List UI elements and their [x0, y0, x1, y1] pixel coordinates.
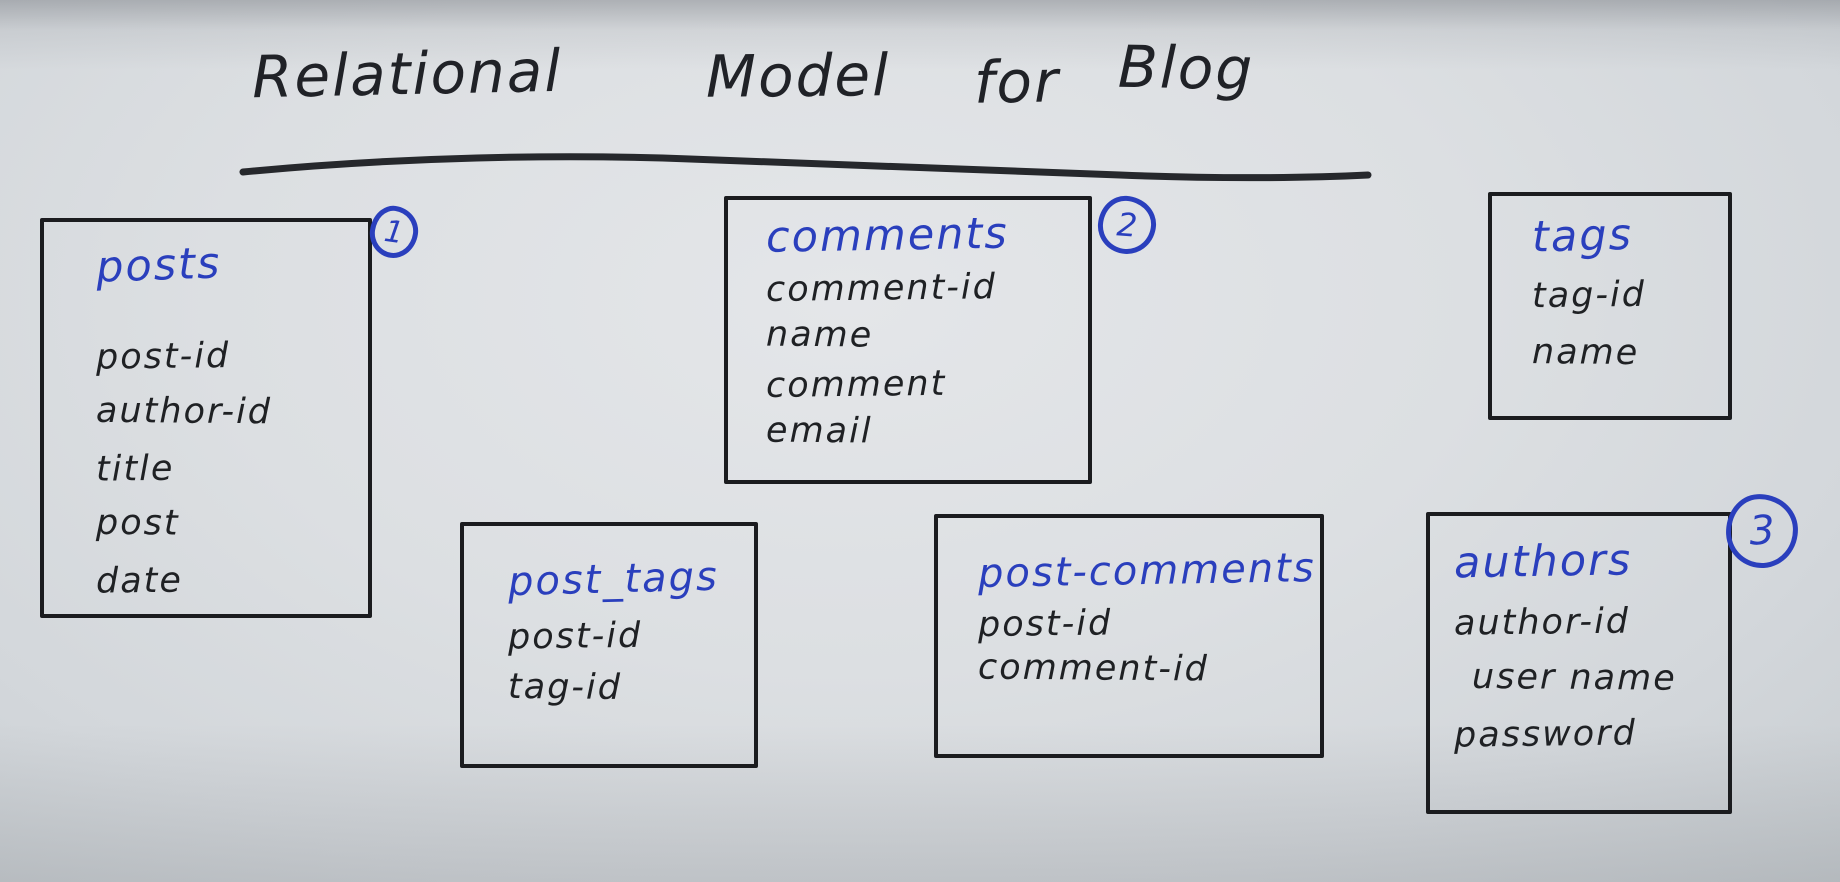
- field-user-name: user name: [1471, 656, 1677, 699]
- field-name: name: [1531, 332, 1640, 374]
- table-authors-name: authors: [1453, 535, 1633, 589]
- badge-2-circle: 2: [1096, 194, 1158, 256]
- table-post-tags-name: post_tags: [507, 553, 720, 606]
- field-password: password: [1453, 713, 1638, 756]
- badge-1-circle: 1: [366, 202, 422, 262]
- field-comment-id: comment-id: [765, 267, 998, 310]
- title-word-blog: Blog: [1117, 32, 1255, 104]
- table-post-tags: post_tags post-id tag-id: [460, 522, 758, 768]
- title-word-model: Model: [705, 41, 891, 111]
- field-comment: comment: [765, 363, 947, 406]
- table-authors: authors author-id user name password: [1426, 512, 1732, 814]
- table-post-tags-fields: post-id tag-id: [508, 610, 754, 714]
- badge-3-circle: 3: [1724, 492, 1800, 570]
- field-post-id: post-id: [95, 336, 231, 378]
- table-post-comments-name: post-comments: [977, 545, 1317, 597]
- field-post: post: [95, 502, 180, 544]
- table-posts: posts post-id author-id title post date: [40, 218, 372, 618]
- table-post-comments: post-comments post-id comment-id: [934, 514, 1324, 758]
- table-comments: comments comment-id name comment email: [724, 196, 1092, 484]
- field-email: email: [765, 410, 873, 452]
- field-tag-id: tag-id: [1531, 274, 1647, 317]
- table-authors-fields: author-id user name password: [1454, 594, 1728, 762]
- field-author-id: author-id: [95, 390, 273, 433]
- field-author-id: author-id: [1453, 601, 1631, 644]
- table-comments-fields: comment-id name comment email: [766, 264, 1088, 456]
- field-comment-id: comment-id: [977, 647, 1210, 690]
- table-tags-name: tags: [1531, 209, 1634, 263]
- table-comments-name: comments: [765, 208, 1010, 263]
- field-post-id: post-id: [507, 615, 643, 658]
- field-post-id: post-id: [977, 603, 1113, 646]
- field-tag-id: tag-id: [507, 666, 623, 708]
- table-tags-fields: tag-id name: [1532, 266, 1728, 382]
- title-word-relational: Relational: [251, 36, 564, 112]
- field-name: name: [765, 314, 874, 356]
- title-word-for: for: [973, 47, 1061, 117]
- table-tags: tags tag-id name: [1488, 192, 1732, 420]
- table-posts-name: posts: [95, 238, 223, 293]
- table-post-comments-fields: post-id comment-id: [978, 600, 1320, 692]
- field-date: date: [95, 560, 184, 602]
- field-title: title: [95, 448, 175, 490]
- table-posts-fields: post-id author-id title post date: [96, 328, 368, 608]
